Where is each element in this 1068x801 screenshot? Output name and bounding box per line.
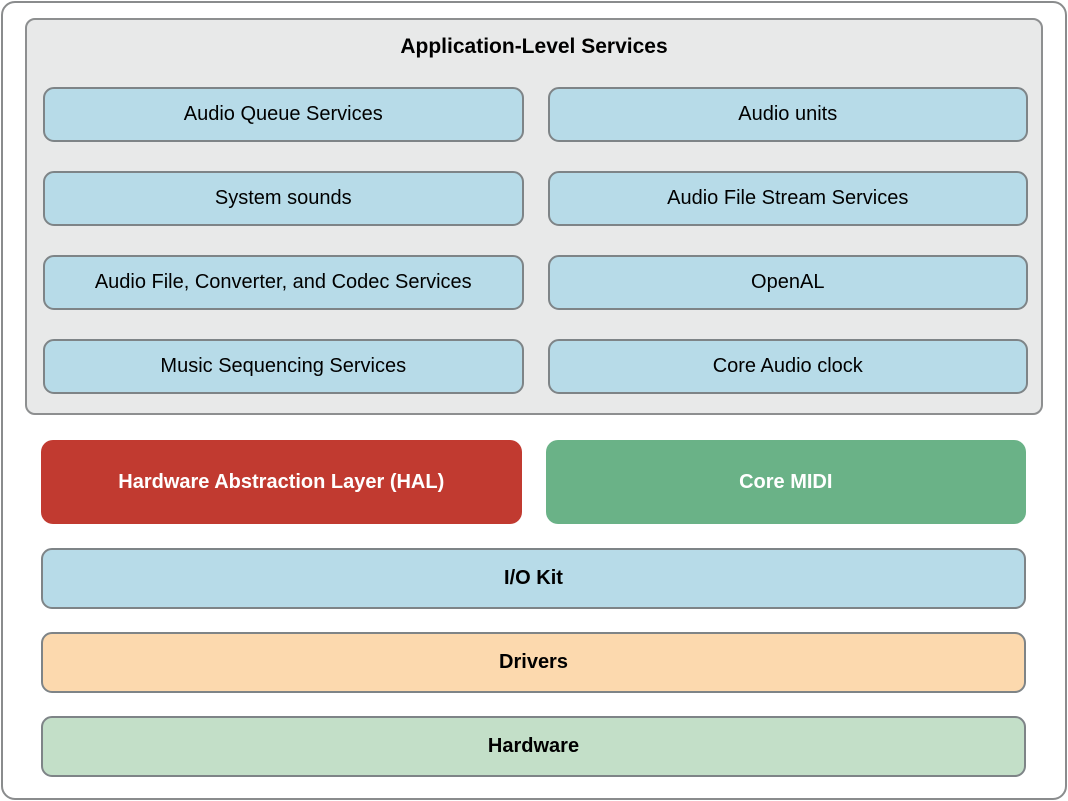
core-midi-label: Core MIDI	[739, 470, 833, 493]
drivers-label: Drivers	[499, 651, 568, 673]
service-label: Core Audio clock	[712, 355, 863, 377]
hardware-label: Hardware	[487, 735, 580, 757]
service-box-core-audio-clock: Core Audio clock	[547, 339, 1028, 394]
service-label: Audio units	[738, 103, 838, 125]
service-box-audio-units: Audio units	[547, 87, 1028, 142]
service-box-audio-file-converter-codec-services: Audio File, Converter, and Codec Service…	[43, 255, 524, 310]
io-kit-layer-box: I/O Kit	[41, 548, 1026, 609]
service-box-openal: OpenAL	[547, 255, 1028, 310]
service-label: Audio File Stream Services	[667, 187, 909, 209]
service-box-music-sequencing-services: Music Sequencing Services	[43, 339, 524, 394]
hal-core-midi-row: Hardware Abstraction Layer (HAL) Core MI…	[41, 440, 1026, 524]
hardware-layer-box: Hardware	[41, 716, 1026, 777]
drivers-layer-box: Drivers	[41, 632, 1026, 693]
services-grid: Audio Queue Services Audio units System …	[43, 87, 1028, 394]
application-level-services-title: Application-Level Services	[400, 35, 668, 58]
io-kit-label: I/O Kit	[504, 567, 563, 589]
hardware-abstraction-layer-box: Hardware Abstraction Layer (HAL)	[41, 440, 522, 524]
application-level-services-group: Application-Level Services Audio Queue S…	[25, 18, 1043, 415]
service-box-system-sounds: System sounds	[43, 171, 524, 226]
service-box-audio-queue-services: Audio Queue Services	[43, 87, 524, 142]
service-label: Music Sequencing Services	[160, 355, 407, 377]
core-midi-box: Core MIDI	[545, 440, 1026, 524]
service-label: OpenAL	[751, 271, 825, 293]
service-label: System sounds	[214, 187, 352, 209]
service-box-audio-file-stream-services: Audio File Stream Services	[547, 171, 1028, 226]
service-label: Audio File, Converter, and Codec Service…	[94, 271, 472, 293]
service-label: Audio Queue Services	[183, 103, 383, 125]
hal-label: Hardware Abstraction Layer (HAL)	[118, 470, 445, 493]
